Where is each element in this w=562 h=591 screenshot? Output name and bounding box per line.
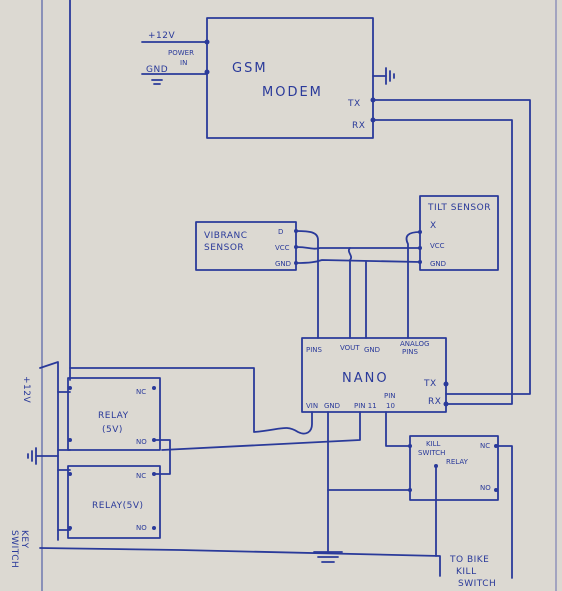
gsm-rx-label: RX [352,121,365,131]
relay1-name-1: RELAY [98,411,129,421]
nano-analog-2: PINS [402,348,419,356]
nano-board: NANO PINS VOUT GND ANALOG PINS TX RX VIN… [301,337,449,413]
relay2-nc: NC [136,472,146,480]
pin10-wire [385,411,411,447]
relay2-no: NO [136,524,147,532]
nano-gnd2: GND [324,402,340,410]
nano-pin10-2: 10 [386,402,395,410]
vibration-name-2: SENSOR [204,243,244,253]
gsm-tx-label: TX [347,99,361,109]
nano-pin11: PIN 11 [354,402,377,410]
key-switch-1: KEY [19,530,29,549]
relay1-nc: NC [136,388,146,396]
nano-pins: PINS [306,346,323,354]
kill-relay-no: NO [480,484,491,492]
power-in-label-2: IN [180,59,187,67]
power-input: +12V GND POWER IN [141,31,210,85]
vibration-pin-vcc: VCC [275,244,290,252]
kill-relay-name-2: SWITCH [418,449,445,457]
left-supply-wire [39,361,59,541]
nano-pin10-1: PIN [384,392,396,400]
nano-vin: VIN [306,402,318,410]
plus12v-label: +12V [148,31,175,41]
kill-out-2: KILL [456,567,477,577]
vibration-pin-gnd: GND [275,260,291,268]
tilt-pin-x: X [430,221,437,231]
left-plus12v: +12V [21,376,31,403]
nano-gnd: GND [364,346,380,354]
gsm-title-2: MODEM [262,85,323,100]
vibration-name-1: VIBRANC [204,231,248,241]
kill-relay-nc: NC [480,442,490,450]
gsm-tx-wire [372,99,531,395]
vibration-pin-d: D [278,228,283,236]
tilt-sensor: TILT SENSOR X VCC GND [418,195,499,271]
gsm-modem: GSM MODEM TX RX [206,17,395,139]
sensor-bus [295,230,421,339]
relay-link [153,439,171,475]
kill-out-1: TO BIKE [449,555,489,565]
pin11-wire [161,411,361,451]
vin-wire [69,367,313,435]
kill-relay-name-1: KILL [426,440,441,448]
tilt-name: TILT SENSOR [427,203,491,213]
relay1-name-2: (5V) [102,425,123,435]
power-in-label-1: POWER [168,49,194,57]
nano-analog-1: ANALOG [400,340,429,348]
nano-tx: TX [423,379,437,389]
key-switch-wire [39,547,441,577]
vibration-sensor: VIBRANC SENSOR D VCC GND [195,221,298,271]
relay-2: RELAY(5V) NC NO [67,465,161,539]
tilt-pin-vcc: VCC [430,242,445,250]
kill-out-3: SWITCH [458,579,496,589]
gnd-label: GND [146,65,168,75]
kill-switch-relay: KILL SWITCH RELAY NC NO [408,435,499,501]
gsm-title-1: GSM [232,61,268,76]
relay-1: RELAY (5V) NC NO [67,377,161,451]
nano-name: NANO [342,371,389,386]
kill-relay-name-3: RELAY [446,458,469,466]
nano-rx: RX [428,397,441,407]
nano-vout: VOUT [340,344,360,352]
relay2-name: RELAY(5V) [92,501,144,511]
tilt-pin-gnd: GND [430,260,446,268]
relay1-no: NO [136,438,147,446]
gsm-rx-wire [372,119,513,405]
key-switch-2: SWITCH [9,530,19,568]
